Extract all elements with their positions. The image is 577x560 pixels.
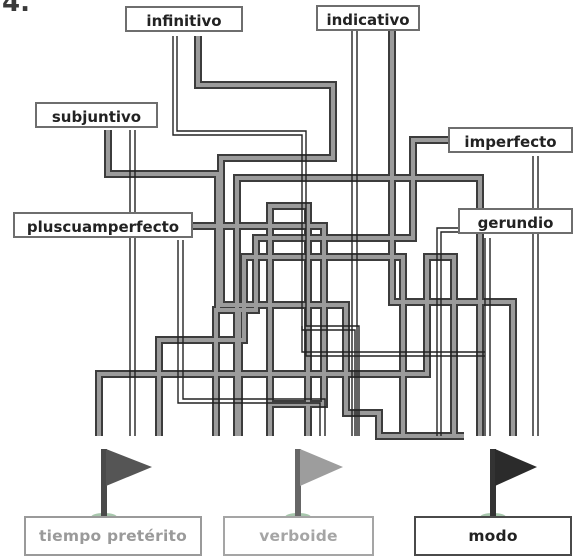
thin-path-d	[177, 240, 321, 436]
term-infinitivo[interactable]: infinitivo	[125, 6, 243, 32]
thin-path-e	[436, 227, 464, 436]
thin-path-d2	[182, 240, 326, 436]
thick-paths	[95, 30, 517, 440]
target-verboide[interactable]: verboide	[223, 516, 374, 556]
thin-path-a2	[176, 36, 360, 436]
term-subjuntivo[interactable]: subjuntivo	[35, 102, 158, 128]
term-imperfecto[interactable]: imperfecto	[448, 127, 573, 153]
thin-path-e2	[440, 231, 464, 436]
thin-path-h	[301, 326, 485, 353]
flag-modo	[480, 449, 537, 521]
term-gerundio[interactable]: gerundio	[458, 208, 573, 234]
term-indicativo[interactable]: indicativo	[316, 5, 420, 31]
term-pluscuamperfecto[interactable]: pluscuamperfecto	[13, 212, 193, 238]
thin-path-a	[172, 36, 356, 436]
target-tiempo-preterito[interactable]: tiempo pretérito	[24, 516, 202, 556]
target-modo[interactable]: modo	[414, 516, 572, 556]
thin-path-h2	[305, 330, 485, 357]
exercise-number: 4.	[2, 0, 30, 18]
flag-verboide	[285, 449, 343, 521]
flag-tiempo-preterito	[91, 449, 152, 521]
thin-paths	[129, 30, 539, 436]
